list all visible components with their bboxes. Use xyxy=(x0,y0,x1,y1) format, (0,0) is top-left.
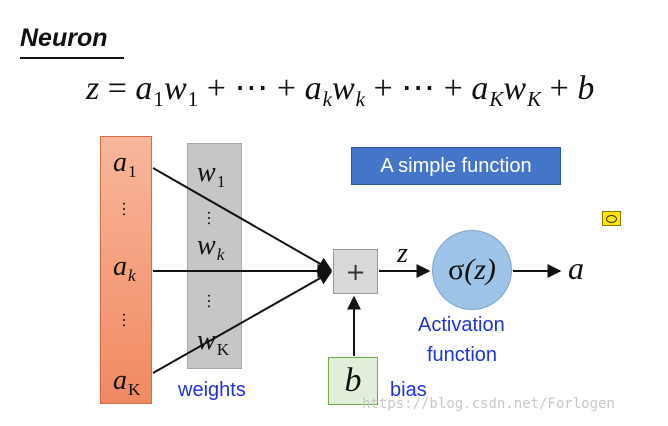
weights-label: weights xyxy=(178,379,246,401)
eq-w1: w xyxy=(163,70,187,107)
input-box xyxy=(100,136,152,404)
comment-bubble-icon xyxy=(606,214,617,223)
eq-wk: w xyxy=(331,70,355,107)
eq-cdots-1: ⋯ xyxy=(234,70,269,107)
eq-plus-5: + xyxy=(549,70,569,107)
sigma-symbol: σ xyxy=(448,253,465,286)
simple-function-box: A simple function xyxy=(351,147,561,185)
watermark: https://blog.csdn.net/Forlogen xyxy=(362,396,615,412)
eq-cdots-2: ⋯ xyxy=(401,70,436,107)
bias-label: bias xyxy=(390,379,427,401)
weight-dots-2: … xyxy=(204,293,223,307)
input-dots-1: … xyxy=(119,201,138,215)
input-aK: aK xyxy=(113,365,141,400)
sum-node: + xyxy=(333,249,378,294)
z-label: z xyxy=(397,238,408,269)
eq-z: z xyxy=(86,70,100,107)
arrow-a1-to-sum xyxy=(152,167,333,271)
sigma-arg: (z) xyxy=(464,253,496,286)
activation-label-line2: function xyxy=(427,344,498,366)
input-dots-2: … xyxy=(119,312,138,326)
eq-aK: a xyxy=(471,70,489,107)
title-underline xyxy=(20,57,124,59)
activation-node: σ(z) xyxy=(432,230,512,310)
input-a1: a1 xyxy=(113,147,137,182)
input-ak: ak xyxy=(113,251,136,286)
neuron-equation: z = a1w1 + ⋯ + akwk + ⋯ + aKwK + b xyxy=(86,70,595,110)
eq-plus-3: + xyxy=(373,70,393,107)
weight-wk: wk xyxy=(197,230,225,265)
eq-wk-sub: k xyxy=(355,87,365,112)
eq-a1: a xyxy=(135,70,153,107)
eq-equals: = xyxy=(107,70,127,107)
eq-wK-sub: K xyxy=(527,87,542,112)
eq-ak: a xyxy=(304,70,322,107)
eq-w1-sub: 1 xyxy=(187,87,199,112)
eq-plus-4: + xyxy=(443,70,463,107)
weight-w1: w1 xyxy=(197,157,226,192)
activation-label-line1: Activation xyxy=(418,314,505,336)
eq-ak-sub: k xyxy=(322,87,332,112)
arrow-aK-to-sum xyxy=(152,271,333,374)
comment-icon[interactable] xyxy=(602,211,621,226)
eq-plus-1: + xyxy=(206,70,226,107)
eq-a1-sub: 1 xyxy=(153,87,164,112)
eq-b: b xyxy=(577,70,595,107)
bias-node: b xyxy=(328,357,378,405)
eq-aK-sub: K xyxy=(489,87,504,112)
output-a: a xyxy=(568,250,584,286)
eq-wK: w xyxy=(503,70,527,107)
page-title: Neuron xyxy=(20,24,108,52)
eq-plus-2: + xyxy=(276,70,297,107)
weight-dots-1: … xyxy=(204,210,223,224)
weight-wK: wK xyxy=(197,325,230,360)
weight-box xyxy=(187,143,242,369)
